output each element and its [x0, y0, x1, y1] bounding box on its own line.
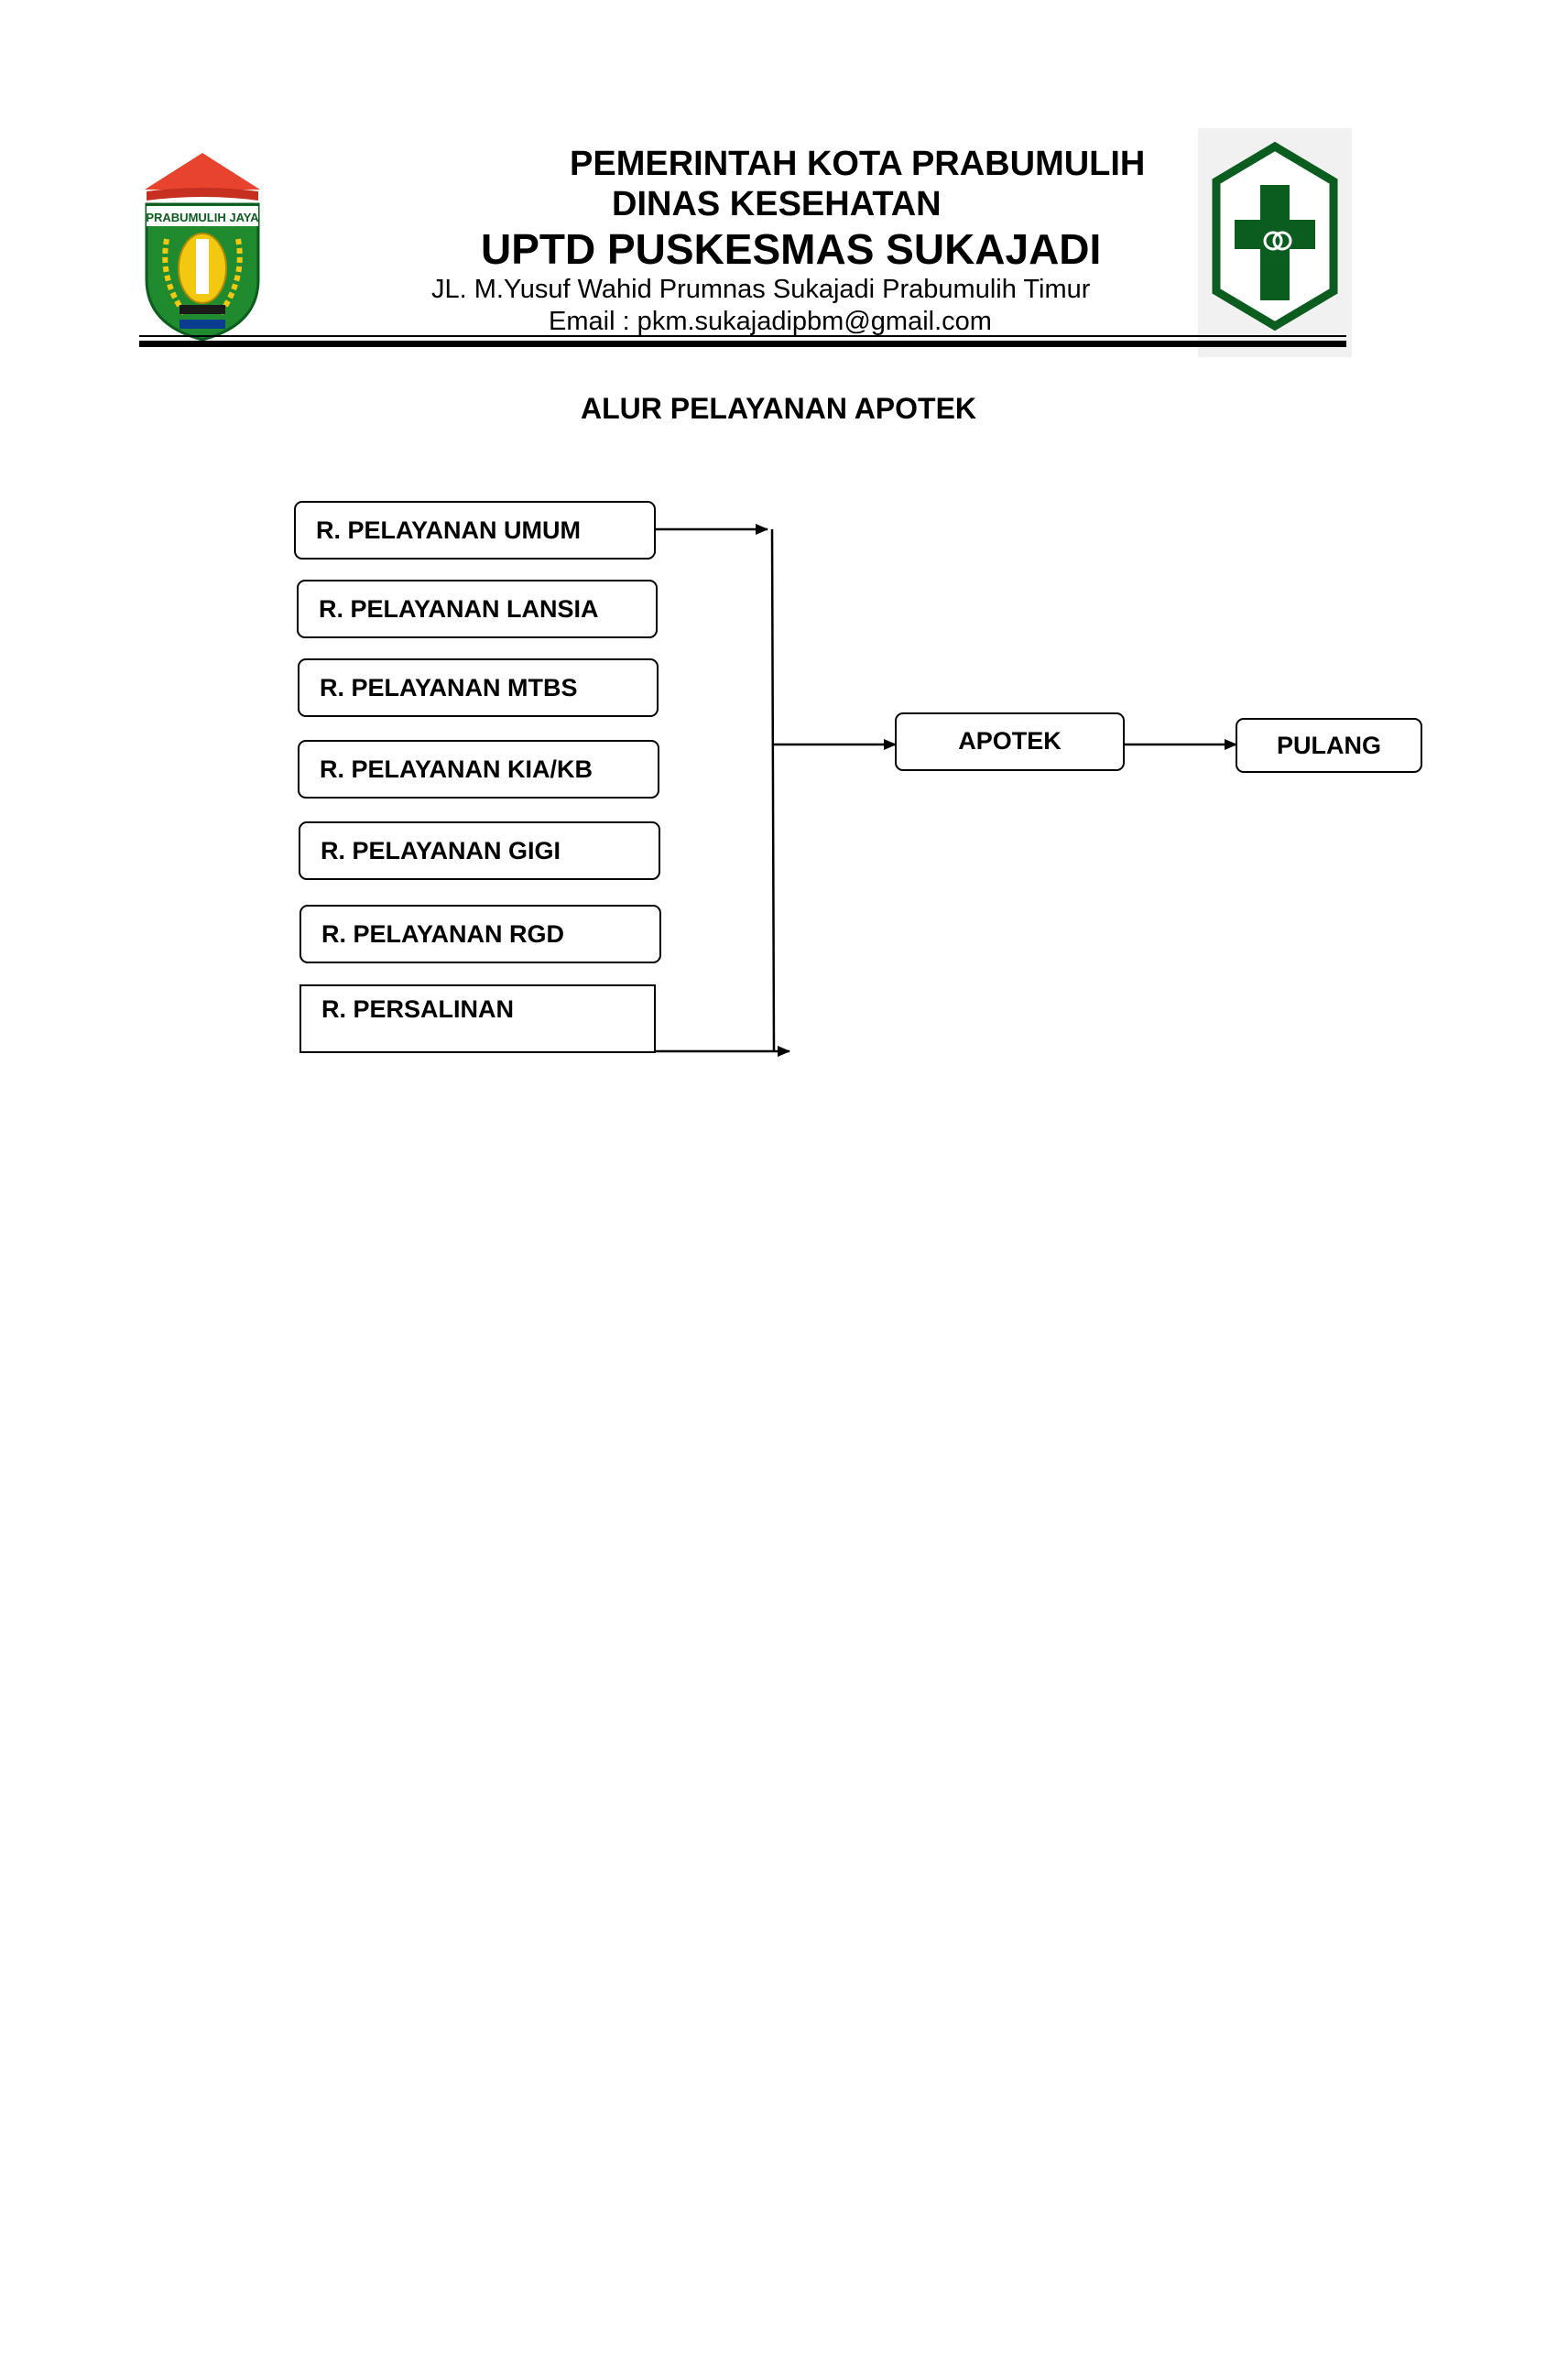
- pulang-box: PULANG: [1236, 718, 1422, 773]
- government-name: PEMERINTAH KOTA PRABUMULIH: [570, 145, 1146, 183]
- source-box-lansia: R. PELAYANAN LANSIA: [297, 580, 658, 638]
- right-logo: [1198, 128, 1352, 357]
- header-rule-thin: [139, 335, 1346, 337]
- vertical-bus: [770, 528, 776, 1052]
- source-box-kiakb: R. PELAYANAN KIA/KB: [298, 740, 659, 799]
- city-emblem-icon: PRABUMULIH JAYA: [145, 153, 260, 342]
- source-box-mtbs: R. PELAYANAN MTBS: [298, 658, 659, 717]
- left-logo: PRABUMULIH JAYA: [139, 151, 266, 342]
- svg-text:PRABUMULIH JAYA: PRABUMULIH JAYA: [146, 211, 259, 224]
- source-box-persalinan: R. PERSALINAN: [299, 984, 656, 1053]
- diagram-title: ALUR PELAYANAN APOTEK: [580, 392, 977, 425]
- source-box-rgd: R. PELAYANAN RGD: [299, 905, 661, 963]
- header-rule-thick: [139, 341, 1346, 347]
- source-box-gigi: R. PELAYANAN GIGI: [299, 821, 660, 880]
- department-name: DINAS KESEHATAN: [612, 185, 942, 223]
- unit-name: UPTD PUSKESMAS SUKAJADI: [481, 225, 1102, 273]
- apotek-box: APOTEK: [895, 712, 1125, 771]
- email-line: Email : pkm.sukajadipbm@gmail.com: [549, 307, 992, 336]
- source-box-umum: R. PELAYANAN UMUM: [294, 501, 656, 560]
- puskesmas-cross-icon: [1212, 141, 1338, 331]
- address-line: JL. M.Yusuf Wahid Prumnas Sukajadi Prabu…: [431, 275, 1091, 304]
